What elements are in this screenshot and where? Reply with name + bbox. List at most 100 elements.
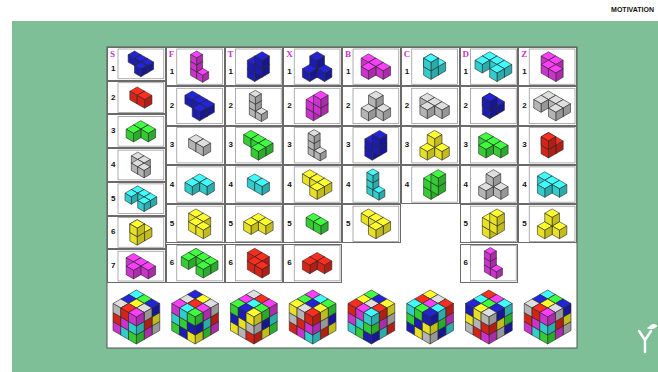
cube-face bbox=[192, 182, 199, 195]
cube-face bbox=[361, 67, 368, 80]
polycube-piece bbox=[420, 130, 449, 160]
cube-face bbox=[321, 95, 328, 108]
picture-frame bbox=[236, 128, 282, 163]
picture-frame bbox=[118, 150, 164, 180]
piece-cell: 3 bbox=[401, 126, 460, 165]
piece-number: 1 bbox=[111, 65, 115, 73]
piece-cell: T1 bbox=[225, 47, 284, 86]
piece-number: 1 bbox=[522, 68, 526, 76]
cube-face bbox=[130, 91, 137, 104]
cube-face bbox=[128, 55, 134, 66]
polycube-piece bbox=[482, 93, 504, 119]
cube-face bbox=[438, 62, 445, 75]
cube-face bbox=[361, 108, 368, 121]
cube-face bbox=[501, 145, 508, 158]
cube-face bbox=[258, 222, 265, 235]
cubes-layer bbox=[113, 290, 571, 344]
picture-frame bbox=[118, 49, 164, 79]
cube-face bbox=[136, 313, 144, 327]
piece-cell: 4 bbox=[166, 165, 225, 204]
cube-face bbox=[144, 167, 150, 178]
cube-face bbox=[144, 201, 150, 212]
picture-frame bbox=[529, 128, 575, 163]
piece-number: 2 bbox=[111, 94, 115, 102]
polycube-piece bbox=[126, 121, 155, 142]
picture-frame bbox=[412, 49, 458, 84]
polycube-piece bbox=[185, 91, 214, 121]
cube-face bbox=[196, 226, 203, 239]
assembled-cube bbox=[465, 290, 512, 344]
picture-frame bbox=[294, 49, 340, 84]
piece-cell: 2 bbox=[460, 86, 519, 125]
cube-face bbox=[185, 182, 192, 195]
cube-face bbox=[317, 56, 324, 69]
polycube-piece bbox=[185, 174, 214, 195]
piece-cell: 5 bbox=[166, 204, 225, 243]
cube-face bbox=[203, 72, 209, 82]
piece-cell: 3 bbox=[166, 126, 225, 165]
cube-face bbox=[255, 56, 262, 69]
piece-cell: 4 bbox=[225, 165, 284, 204]
cube-face bbox=[314, 133, 320, 143]
cube-face bbox=[138, 167, 144, 178]
piece-cell: 6 bbox=[107, 216, 166, 250]
cube-face bbox=[324, 182, 331, 195]
cube-face bbox=[310, 261, 317, 274]
cube-face bbox=[148, 266, 155, 279]
piece-number: 2 bbox=[287, 102, 291, 110]
cube-face bbox=[141, 66, 147, 77]
logo-stroke bbox=[639, 331, 651, 340]
cube-face bbox=[148, 129, 155, 142]
assembled-cube bbox=[113, 290, 160, 344]
polycube-piece bbox=[534, 91, 571, 121]
piece-cell: D1 bbox=[460, 47, 519, 86]
cube-face bbox=[255, 94, 261, 104]
cube-face bbox=[559, 226, 566, 239]
polycube-piece bbox=[475, 52, 512, 82]
cube-face bbox=[126, 266, 133, 279]
cube-face bbox=[302, 69, 309, 82]
piece-number: 6 bbox=[170, 259, 174, 267]
cube-face bbox=[320, 308, 328, 322]
cube-face bbox=[424, 178, 431, 191]
picture-frame bbox=[412, 88, 458, 123]
picture-frame bbox=[471, 167, 517, 202]
cube-face bbox=[465, 304, 473, 318]
cube-face bbox=[383, 108, 390, 121]
piece-cell: 4 bbox=[342, 165, 401, 204]
piece-cell: S1 bbox=[107, 47, 166, 81]
cube-face bbox=[249, 94, 255, 104]
set-letter: S bbox=[110, 50, 115, 59]
piece-cell: F1 bbox=[166, 47, 225, 86]
picture-frame bbox=[294, 128, 340, 163]
cube-face bbox=[207, 104, 214, 117]
cube-face bbox=[367, 172, 373, 182]
cube-face bbox=[376, 67, 383, 80]
cube-face bbox=[563, 304, 571, 318]
cube-face bbox=[144, 308, 152, 322]
cube-face bbox=[552, 226, 559, 239]
polycube-piece bbox=[191, 51, 209, 82]
cube-face bbox=[537, 185, 544, 198]
polycube-piece bbox=[484, 248, 502, 279]
piece-number: 4 bbox=[111, 161, 115, 169]
piece-cell: 3 bbox=[460, 126, 519, 165]
cube-face bbox=[310, 56, 317, 69]
piece-number: 2 bbox=[405, 102, 409, 110]
cube-face bbox=[504, 65, 511, 78]
cube-face bbox=[373, 190, 379, 200]
piece-cell: 2 bbox=[518, 86, 577, 125]
picture-frame bbox=[353, 49, 399, 84]
piece-number: 3 bbox=[111, 127, 115, 135]
polycube-piece bbox=[541, 133, 563, 159]
cube-face bbox=[496, 268, 502, 278]
cube-face bbox=[207, 182, 214, 195]
cube-face bbox=[317, 187, 324, 200]
piece-number: 5 bbox=[229, 220, 233, 228]
picture-frame bbox=[177, 206, 223, 241]
cube-face bbox=[262, 308, 270, 322]
cube-face bbox=[187, 313, 195, 327]
cube-face bbox=[255, 265, 262, 278]
